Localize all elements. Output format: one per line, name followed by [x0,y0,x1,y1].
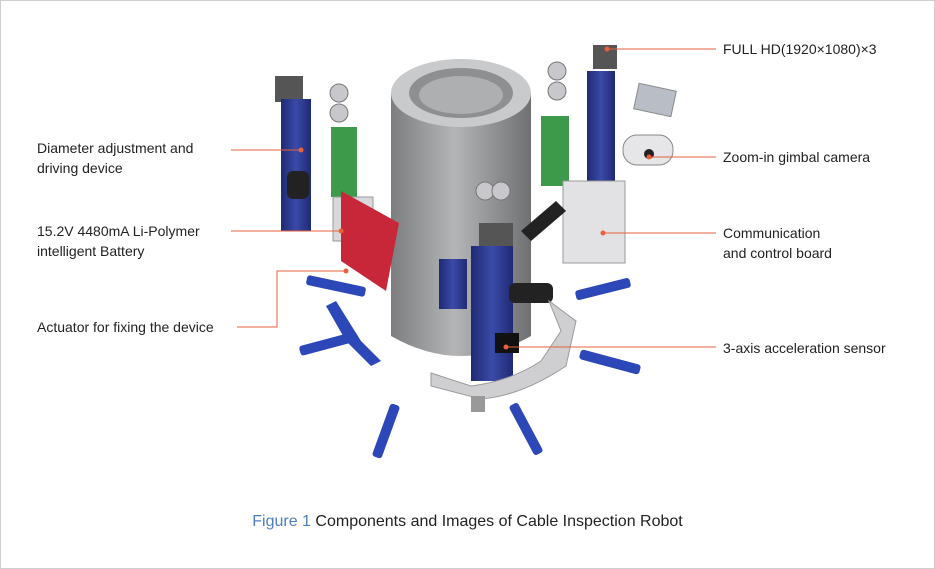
module-top-right [521,45,677,264]
base-bracket [430,299,577,400]
label-battery: 15.2V 4480mA Li-Polymer intelligent Batt… [37,223,200,259]
cable-cylinder [391,59,531,356]
label-actuator: Actuator for fixing the device [37,319,214,335]
figure-caption: Figure 1 Components and Images of Cable … [1,513,934,531]
label-diameter-adjustment: Diameter adjustment and driving device [37,140,194,176]
bracket-mount [471,396,485,412]
figure-number: Figure 1 [252,513,311,530]
figure-caption-text: Components and Images of Cable Inspectio… [315,513,683,530]
label-accel-sensor: 3-axis acceleration sensor [723,340,886,356]
label-comm-board: Communication and control board [723,225,832,261]
label-full-hd: FULL HD(1920×1080)×3 [723,41,877,57]
actuator-arms [299,275,641,459]
module-top-left [275,76,399,291]
leader-lines [231,48,716,348]
module-center-front [439,181,553,381]
label-zoom-camera: Zoom-in gimbal camera [723,149,871,165]
leader-dots [298,46,652,350]
